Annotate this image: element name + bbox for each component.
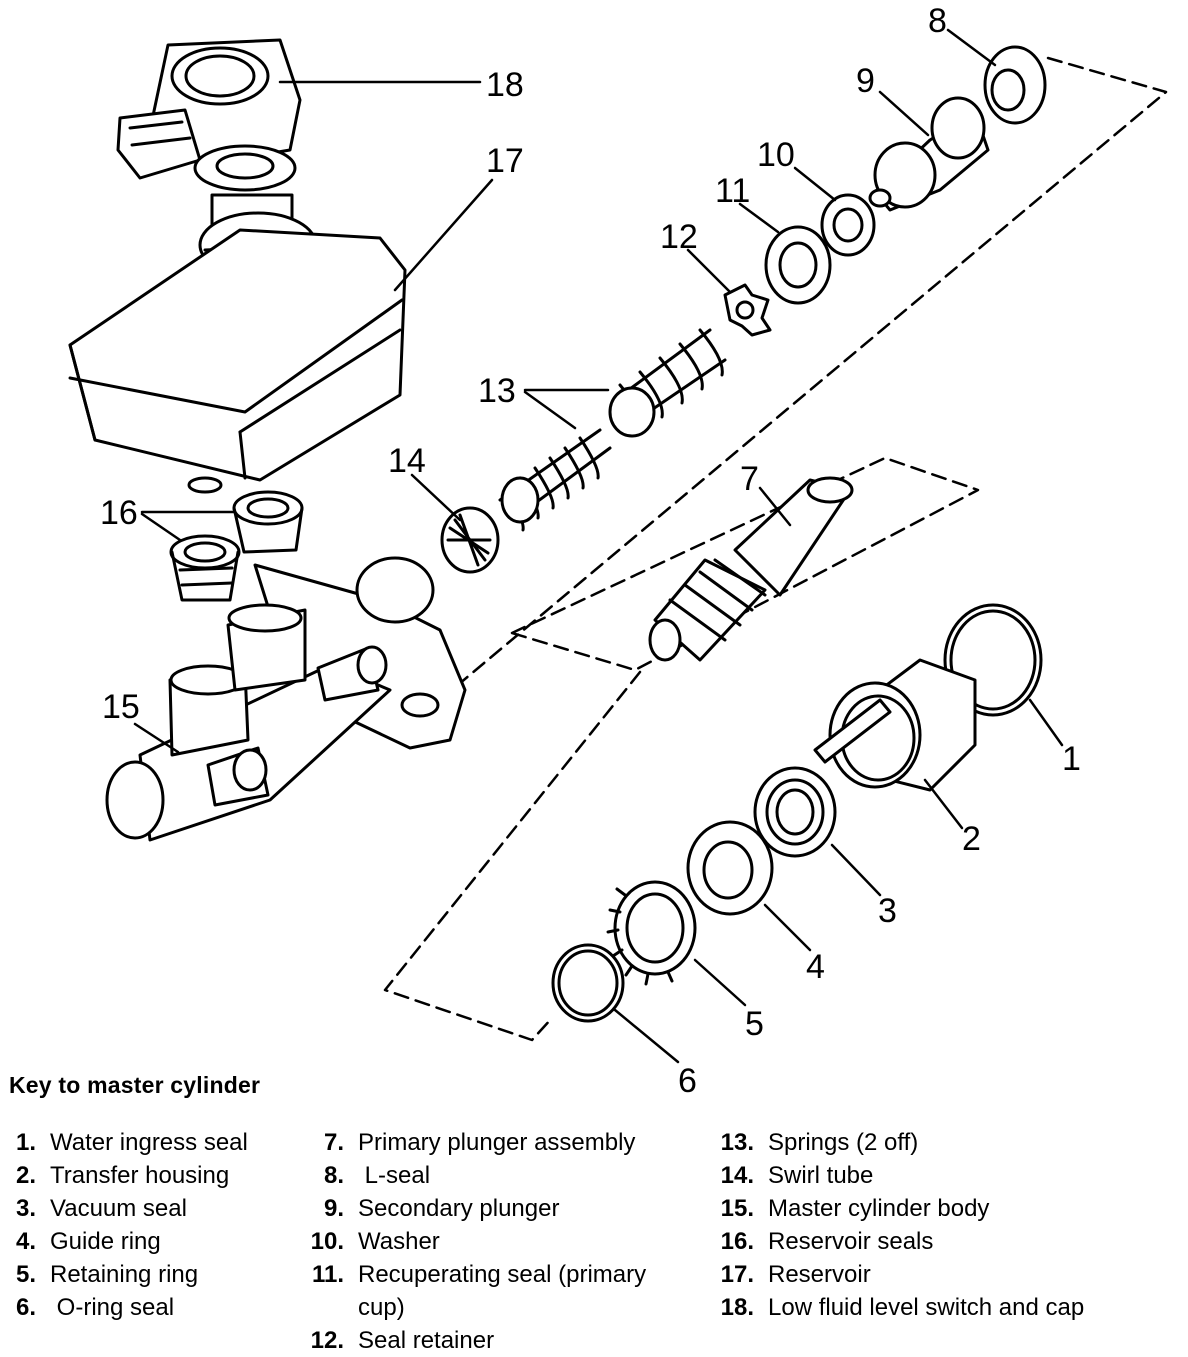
key-number: 16. [720, 1228, 754, 1255]
key-label: O-ring seal [50, 1294, 175, 1321]
part-9-secondary-plunger [868, 96, 990, 212]
part-8-l-seal [983, 45, 1047, 125]
key-label: L-seal [358, 1162, 431, 1189]
key-item: 10. Washer [300, 1225, 688, 1258]
key-label: Master cylinder body [768, 1195, 990, 1222]
callout-8: 8 [928, 2, 947, 40]
key-item: 9. Secondary plunger [300, 1192, 688, 1225]
key-label: Primary plunger assembly [358, 1129, 636, 1156]
key-number: 5. [15, 1261, 36, 1288]
key-number: 3. [15, 1195, 36, 1222]
key-item: 11. Recuperating seal (primary cup) [300, 1258, 688, 1324]
key-label: Vacuum seal [50, 1195, 187, 1222]
part-5-retaining-ring [606, 880, 697, 986]
part-4-guide-ring [686, 820, 774, 916]
key-label: Seal retainer [358, 1327, 495, 1354]
callout-6: 6 [678, 1062, 697, 1100]
dashed-guide-primary [510, 456, 980, 672]
callout-11: 11 [715, 172, 750, 210]
callout-5: 5 [745, 1005, 764, 1043]
key-number: 2. [15, 1162, 36, 1189]
key-item: 3. Vacuum seal [8, 1192, 300, 1225]
part-17-reservoir [68, 193, 407, 494]
key-column-1: 1.Water ingress seal 2.Transfer housing … [8, 1126, 300, 1324]
key-label: Retaining ring [50, 1261, 199, 1288]
part-16-reservoir-seals [169, 490, 304, 602]
key-number: 10. [310, 1228, 344, 1255]
key-label: Guide ring [50, 1228, 161, 1255]
key-number: 7. [323, 1129, 344, 1156]
key-label: Secondary plunger [358, 1195, 560, 1222]
callout-3: 3 [878, 892, 897, 930]
key-number: 13. [720, 1129, 754, 1156]
part-1-water-ingress-seal [943, 603, 1043, 717]
callout-18: 18 [486, 66, 524, 104]
callout-2: 2 [962, 820, 981, 858]
key-number: 8. [323, 1162, 344, 1189]
key-number: 9. [323, 1195, 344, 1222]
key-number: 6. [15, 1294, 36, 1321]
key-item: 5. Retaining ring [8, 1258, 300, 1291]
part-18-switch-cap [116, 38, 302, 192]
key-number: 1. [15, 1129, 36, 1156]
key-item: 6. O-ring seal [8, 1291, 300, 1324]
key-number: 4. [15, 1228, 36, 1255]
key-column-3: 13. Springs (2 off) 14. Swirl tube 15. Mast… [708, 1126, 1188, 1324]
key-label: Springs (2 off) [768, 1129, 919, 1156]
key-number: 11. [311, 1261, 344, 1288]
key-item: 8. L-seal [300, 1159, 688, 1192]
key-number: 15. [720, 1195, 754, 1222]
key-label: Reservoir seals [768, 1228, 934, 1255]
dashed-guide-upper [426, 56, 1168, 712]
callout-12: 12 [660, 218, 698, 256]
key-item: 12. Seal retainer [300, 1324, 688, 1357]
part-11-recuperating-seal [764, 225, 832, 305]
part-10-washer [820, 193, 876, 257]
key-label: Water ingress seal [50, 1129, 248, 1156]
callout-15: 15 [102, 688, 140, 726]
key-number: 12. [310, 1327, 344, 1354]
key-item: 16. Reservoir seals [708, 1225, 1188, 1258]
key-label: Swirl tube [768, 1162, 874, 1189]
part-6-o-ring-seal [551, 943, 625, 1023]
key-item: 15. Master cylinder body [708, 1192, 1188, 1225]
callout-10: 10 [757, 136, 795, 174]
callout-16: 16 [100, 494, 138, 532]
key-label: Reservoir [768, 1261, 871, 1288]
key-label: Low fluid level switch and cap [768, 1294, 1085, 1321]
key-item: 13. Springs (2 off) [708, 1126, 1188, 1159]
callout-4: 4 [806, 948, 825, 986]
key-label: Transfer housing [50, 1162, 230, 1189]
part-14-swirl-tube [440, 506, 500, 574]
key-item: 1. Water ingress seal [8, 1126, 300, 1159]
key-item: 7. Primary plunger assembly [300, 1126, 688, 1159]
part-13-springs [498, 328, 727, 532]
key-number: 14. [720, 1162, 754, 1189]
callout-13: 13 [478, 372, 516, 410]
part-15-master-cylinder-body [105, 556, 467, 842]
key-item: 18. Low fluid level switch and cap [708, 1291, 1188, 1324]
part-7-primary-plunger [648, 476, 854, 662]
callout-1: 1 [1062, 740, 1081, 778]
key-label: Washer [358, 1228, 440, 1255]
key-column-2: 7. Primary plunger assembly 8. L-seal 9. S… [300, 1126, 688, 1357]
key-item: 17. Reservoir [708, 1258, 1188, 1291]
part-12-seal-retainer [723, 283, 772, 337]
callout-17: 17 [486, 142, 524, 180]
key-item: 2. Transfer housing [8, 1159, 300, 1192]
key-label: Recuperating seal (primary cup) [358, 1261, 647, 1321]
key-number: 18. [720, 1294, 754, 1321]
key-item: 4. Guide ring [8, 1225, 300, 1258]
key-item: 14. Swirl tube [708, 1159, 1188, 1192]
callout-9: 9 [856, 62, 875, 100]
key-title: Key to master cylinder [9, 1072, 261, 1098]
callout-7: 7 [740, 460, 759, 498]
leader-lines [133, 28, 1064, 1064]
part-3-vacuum-seal [753, 766, 837, 858]
part-2-transfer-housing [813, 658, 977, 792]
callout-14: 14 [388, 442, 426, 480]
dashed-guide-lower [383, 670, 642, 1042]
master-cylinder-exploded-diagram: 1 2 3 4 5 6 7 8 9 10 11 12 13 14 15 16 1… [68, 2, 1168, 1100]
key-number: 17. [720, 1261, 754, 1288]
